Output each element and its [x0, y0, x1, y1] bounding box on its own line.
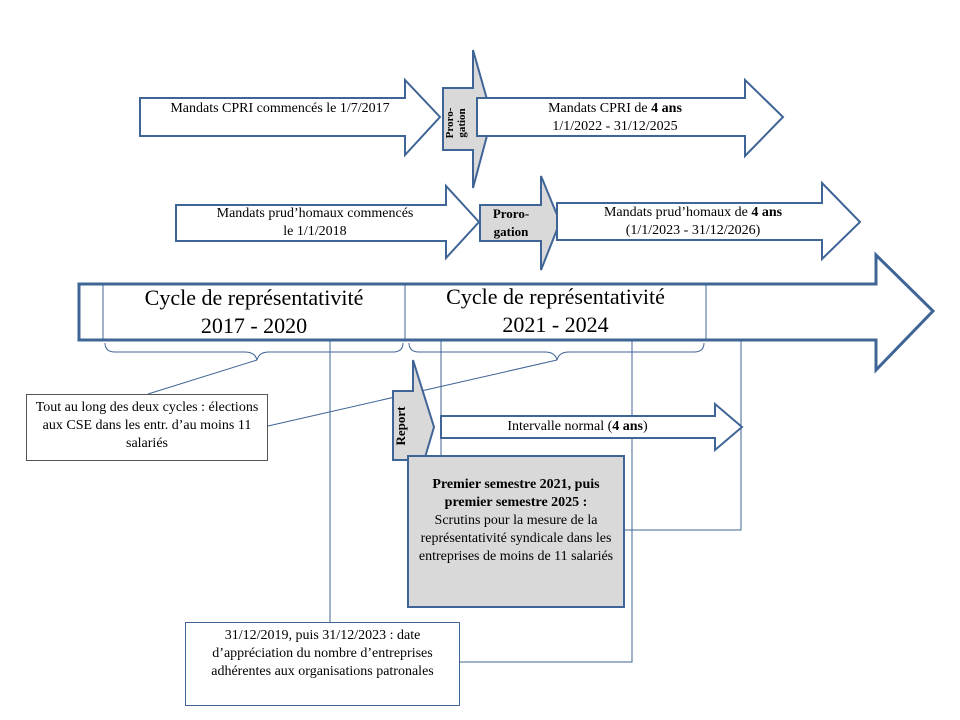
tpe-election-dates: Premier semestre 2021, puis premier seme… [432, 477, 600, 510]
prudhomaux-start-label: Mandats prud’homaux commencés le 1/1/201… [216, 206, 414, 239]
patronal-note-box: 31/12/2019, puis 31/12/2023 : date d’app… [185, 622, 460, 706]
cpri-new-label: Mandats CPRI de 4 ans 1/1/2022 - 31/12/2… [548, 101, 682, 134]
cpri-start-arrow [139, 77, 442, 158]
interval-label: Intervalle normal (4 ans) [507, 419, 648, 434]
tpe-election-text: Scrutins pour la mesure de la représenta… [418, 513, 614, 564]
cycle-big-arrow [77, 251, 936, 374]
tpe-line-2 [625, 340, 742, 531]
prudhomaux-new-label: Mandats prud’homaux de 4 ans (1/1/2023 -… [603, 205, 783, 238]
cse-note-box: Tout au long des deux cycles : élections… [26, 394, 268, 461]
cpri-new-arrow [476, 77, 785, 159]
patronal-line-2 [460, 340, 633, 663]
brace-cycle-1 [104, 342, 404, 361]
prudhomaux-prorogation-arrow [479, 175, 562, 271]
brace-cycle-2 [408, 342, 705, 361]
report-label: Report [393, 406, 408, 446]
cpri-start-label: Mandats CPRI commencés le 1/7/2017 [170, 101, 390, 116]
prudhomaux-prorogation-label: Proro-gation [492, 206, 530, 239]
prudhomaux-new-arrow [556, 180, 862, 262]
cpri-prorogation-label: Proro-gation [444, 107, 468, 139]
interval-arrow [440, 401, 744, 453]
connector-cse-1 [147, 359, 258, 395]
prudhomaux-start-arrow [175, 183, 481, 261]
cpri-prorogation-arrow [442, 49, 494, 189]
tpe-election-box: Premier semestre 2021, puis premier seme… [407, 455, 625, 608]
